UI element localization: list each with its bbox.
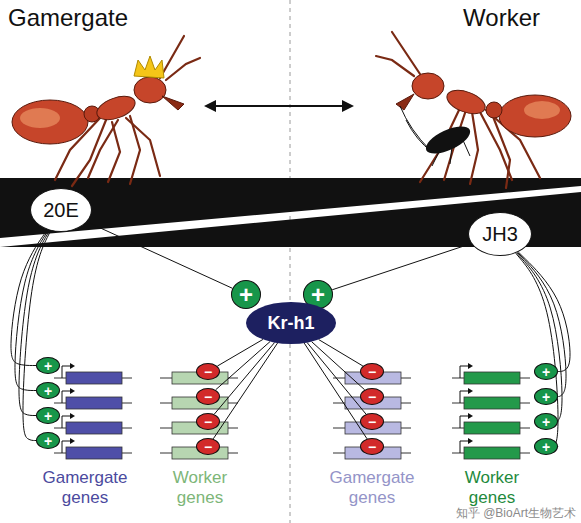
connector-line (319, 340, 363, 366)
connector-line (87, 222, 232, 288)
repression-circle: − (196, 363, 220, 380)
connector-line (332, 244, 471, 290)
node-text: JH3 (482, 224, 518, 244)
connector-line (517, 253, 562, 422)
connector-line (518, 252, 567, 396)
node-text: − (204, 390, 212, 404)
node-text: + (542, 415, 550, 429)
cockroach (400, 106, 474, 166)
node-text: − (368, 415, 376, 429)
worker-ant (376, 32, 571, 188)
node-text: + (44, 359, 52, 373)
double-arrow (204, 100, 354, 112)
node-text: + (311, 283, 325, 307)
connector-line (518, 252, 570, 371)
gene-group-label: Gamergate genes (35, 468, 135, 508)
gene-rows (54, 363, 530, 459)
node-text: Kr-h1 (267, 314, 314, 332)
gene-group-label: Gamergate genes (322, 468, 422, 508)
gene-group-label: Worker genes (150, 468, 250, 508)
node-text: − (368, 440, 376, 454)
connector-line (516, 253, 558, 446)
activation-circle: + (534, 388, 558, 405)
activation-circle: + (534, 413, 558, 430)
node-text: + (542, 440, 550, 454)
connector-line (307, 343, 366, 415)
watermark: 知乎 @BioArt生物艺术 (404, 506, 576, 520)
connector-line (214, 343, 274, 415)
node-text: + (44, 409, 52, 423)
repression-circle: − (360, 438, 384, 455)
caste-title: Worker (430, 4, 540, 32)
activation-circle: + (36, 357, 60, 374)
repression-circle: − (360, 413, 384, 430)
activation-circle: + (36, 432, 60, 449)
gene-group-label: Worker genes (442, 468, 542, 508)
node-text: − (368, 390, 376, 404)
activation-circle: + (534, 363, 558, 380)
node-text: + (44, 434, 52, 448)
activation-circle: + (36, 407, 60, 424)
divider-line (290, 0, 291, 523)
node-text: + (542, 365, 550, 379)
repression-circle: − (196, 388, 220, 405)
node-text: − (204, 440, 212, 454)
repression-circle: − (360, 388, 384, 405)
gamergate-ant (12, 36, 200, 186)
connector-line (217, 339, 263, 366)
node-text: − (204, 365, 212, 379)
node-text: + (239, 283, 253, 307)
connector-line (304, 343, 367, 439)
hormone-oval: 20E (30, 188, 92, 232)
activation-circle: + (36, 382, 60, 399)
regulator-oval: Kr-h1 (246, 302, 336, 344)
repression-circle: − (196, 413, 220, 430)
activation-circle: + (534, 438, 558, 455)
node-text: + (542, 390, 550, 404)
repression-circle: − (360, 363, 384, 380)
caste-title: Gamergate (8, 4, 158, 32)
node-text: + (44, 384, 52, 398)
activation-circle: + (231, 280, 261, 309)
repression-circle: − (196, 438, 220, 455)
node-text: − (204, 415, 212, 429)
connector-line (213, 343, 277, 439)
hormone-oval: JH3 (468, 212, 532, 256)
node-text: − (368, 365, 376, 379)
node-text: 20E (43, 200, 79, 220)
